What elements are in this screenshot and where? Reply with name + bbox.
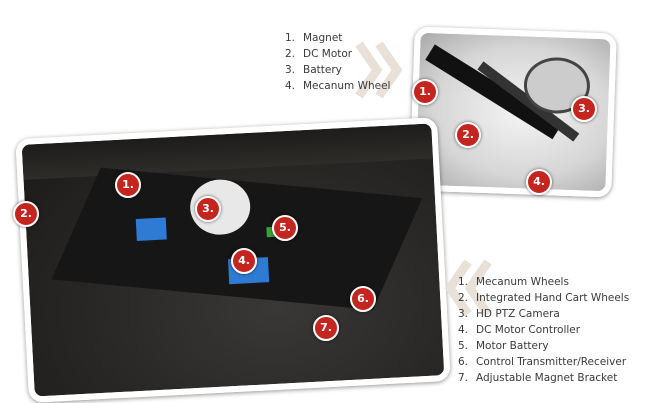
bottom-parts-list: 1.Mecanum Wheels 2.Integrated Hand Cart …	[458, 274, 629, 386]
list-item: 4.DC Motor Controller	[458, 324, 581, 336]
list-item: 4.Mecanum Wheel	[285, 80, 391, 92]
chevron-left-decoration-icon	[444, 259, 492, 317]
chevron-right-decoration-icon	[355, 41, 403, 99]
small-marker-4: 4.	[526, 169, 552, 195]
top-parts-list: 1.Magnet 2.DC Motor 3.Battery 4.Mecanum …	[285, 30, 390, 94]
list-item: 5.Motor Battery	[458, 340, 549, 352]
list-item: 3.HD PTZ Camera	[458, 308, 560, 320]
marker-7: 7.	[313, 315, 339, 341]
small-marker-2: 2.	[455, 122, 481, 148]
list-item: 6.Control Transmitter/Receiver	[458, 356, 627, 368]
marker-5: 5.	[272, 215, 298, 241]
list-item: 2.Integrated Hand Cart Wheels	[458, 292, 630, 304]
list-item: 1.Magnet	[285, 32, 343, 44]
small-marker-1: 1.	[412, 79, 438, 105]
marker-4: 4.	[231, 248, 257, 274]
list-item: 7.Adjustable Magnet Bracket	[458, 372, 618, 384]
marker-1: 1.	[115, 172, 141, 198]
list-item: 1.Mecanum Wheels	[458, 276, 569, 288]
small-marker-3: 3.	[571, 96, 597, 122]
list-item: 3.Battery	[285, 64, 342, 76]
marker-2: 2.	[13, 201, 39, 227]
list-item: 2.DC Motor	[285, 48, 353, 60]
marker-6: 6.	[350, 286, 376, 312]
marker-3: 3.	[195, 196, 221, 222]
